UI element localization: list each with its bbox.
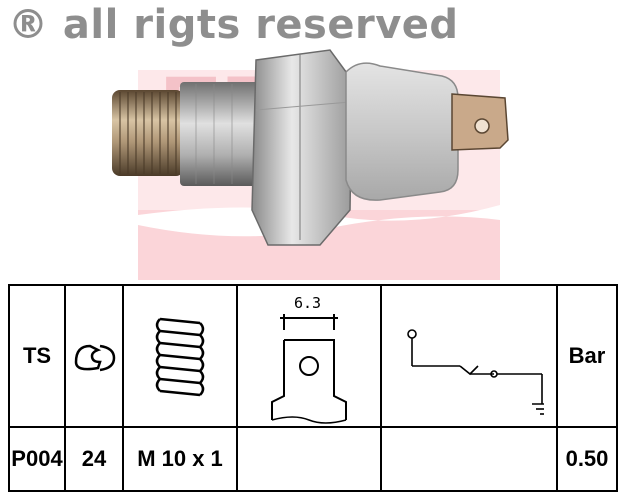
hex-nut	[251, 49, 353, 246]
unit-header: Bar	[556, 284, 618, 428]
terminal-dimension: 6.3	[294, 294, 321, 312]
terminal-value	[236, 426, 382, 492]
type-header: TS	[8, 284, 66, 428]
pressure-value: 0.50	[556, 426, 618, 492]
thread-header	[122, 284, 238, 428]
thread-size: M 10 x 1	[122, 426, 238, 492]
wrench-header	[64, 284, 124, 428]
watermark-text: ® all rigts reserved	[8, 2, 459, 48]
steel-neck	[180, 82, 264, 186]
product-photo: EPS	[112, 49, 509, 280]
thread-stub	[112, 90, 184, 176]
part-code: P004	[8, 426, 66, 492]
terminal-header: 6.3	[236, 284, 382, 428]
schematic-value	[380, 426, 558, 492]
thread-icon	[155, 317, 205, 397]
wrench-icon	[74, 344, 116, 372]
switch-schematic-icon	[407, 329, 544, 415]
spec-table: TS 6.3	[8, 284, 618, 492]
schematic-header	[380, 284, 558, 428]
blade-terminal	[451, 93, 509, 151]
terminal-housing	[345, 62, 459, 201]
flat-terminal-icon: 6.3	[271, 294, 347, 424]
wrench-size: 24	[64, 426, 124, 492]
